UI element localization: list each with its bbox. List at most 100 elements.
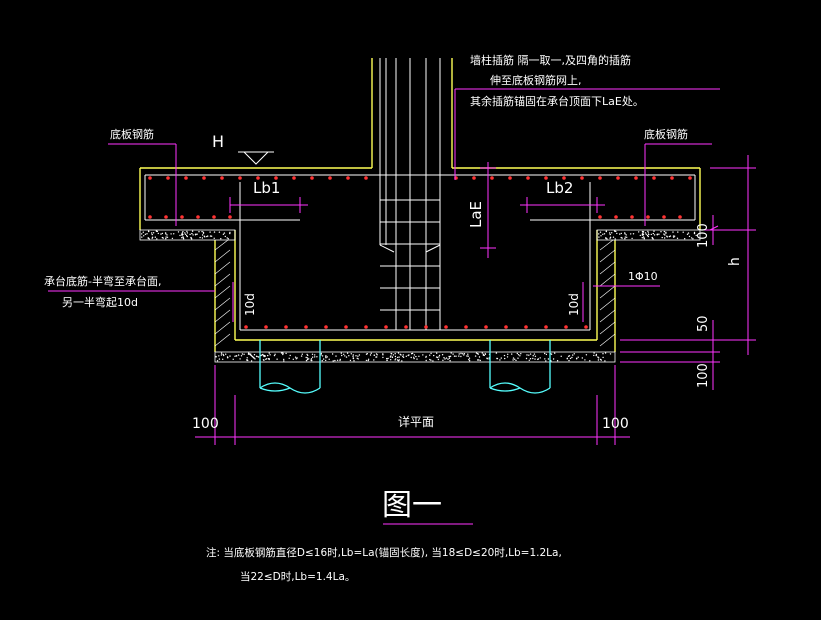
dimension-lines: [48, 88, 756, 525]
cushion-speckle: [370, 352, 372, 354]
cushion-speckle: [647, 232, 650, 234]
cushion-speckle: [256, 355, 258, 358]
cushion-speckle: [512, 359, 514, 361]
cushion-speckle: [624, 236, 626, 238]
cushion-speckle: [283, 358, 285, 361]
cushion-speckle: [181, 232, 184, 234]
cushion-speckle: [357, 355, 359, 357]
cushion-speckle: [390, 353, 393, 355]
cushion-speckle: [599, 231, 602, 233]
label-cap-note-line2: 另一半弯起10d: [62, 295, 138, 309]
rebar-dot: [646, 215, 650, 219]
cushion-speckle: [425, 356, 427, 358]
cushion-speckle: [437, 358, 440, 361]
cushion-speckle: [339, 359, 341, 362]
cushion-speckle: [504, 357, 506, 360]
cushion-speckle: [182, 231, 184, 233]
cushion-speckle: [581, 357, 583, 359]
cushion-speckle: [682, 231, 684, 233]
cushion-speckle: [392, 354, 395, 356]
cushion-speckle: [463, 353, 466, 355]
cushion-speckle: [515, 359, 517, 362]
cushion-speckle: [207, 235, 209, 237]
cushion-speckle: [181, 233, 183, 235]
cushion-speckle: [526, 354, 528, 356]
cushion-speckle: [376, 354, 378, 356]
cushion-speckle: [642, 232, 644, 234]
cushion-speckle: [367, 358, 370, 360]
cushion-speckle: [247, 353, 250, 355]
cushion-speckle: [222, 353, 224, 356]
cushion-speckle: [529, 358, 532, 360]
cushion-speckle: [209, 231, 211, 233]
cushion-speckle: [296, 357, 298, 359]
cushion-speckle: [496, 357, 498, 360]
cushion-speckle: [663, 230, 666, 233]
cushion-speckle: [673, 236, 675, 238]
cushion-speckle: [157, 232, 159, 235]
cushion-speckle: [223, 232, 226, 234]
cushion-speckle: [664, 237, 666, 239]
cushion-speckle: [539, 357, 541, 359]
cushion-speckle: [262, 359, 265, 361]
cushion-speckle: [186, 230, 188, 233]
cushion-speckle: [653, 234, 656, 236]
cushion-speckle: [444, 358, 446, 360]
cushion-speckle: [254, 358, 256, 360]
cushion-speckle: [394, 359, 396, 361]
cushion-speckle: [514, 358, 516, 360]
rebar-dot: [670, 176, 674, 180]
cushion-speckle: [577, 356, 579, 358]
cushion-speckle: [215, 355, 217, 358]
cushion-speckle: [544, 352, 546, 355]
cushion-speckle: [204, 236, 206, 238]
cushion-speckle: [517, 357, 519, 359]
cushion-speckle: [519, 355, 521, 357]
cushion-speckle: [227, 238, 229, 240]
cushion-speckle: [257, 356, 260, 358]
cushion-layers: [139, 229, 701, 363]
cushion-speckle: [477, 359, 479, 361]
cushion-speckle: [387, 357, 389, 360]
footnote-line1: 注: 当底板钢筋直径D≤16时,Lb=La(锚固长度), 当18≤D≤20时,L…: [206, 546, 562, 559]
cushion-speckle: [534, 358, 536, 360]
cushion-speckle: [673, 235, 676, 237]
rebar-dot: [166, 176, 170, 180]
cushion-speckle: [605, 230, 608, 233]
cushion-speckle: [566, 357, 569, 359]
cushion-speckle: [396, 356, 399, 359]
cushion-speckle: [160, 233, 162, 235]
cushion-speckle: [545, 353, 548, 356]
cushion-speckle: [201, 234, 204, 236]
cushion-speckle: [166, 234, 168, 236]
cushion-speckle: [220, 238, 222, 240]
cushion-speckle: [436, 352, 438, 354]
rebar-dot: [652, 176, 656, 180]
cushion-speckle: [677, 231, 679, 233]
rebar-dot: [148, 215, 152, 219]
column-rebar: [379, 58, 452, 331]
cushion-speckle: [340, 352, 342, 354]
cushion-speckle: [352, 354, 354, 356]
cushion-speckle: [229, 232, 231, 235]
cushion-speckle: [429, 354, 431, 356]
cushion-speckle: [626, 236, 628, 238]
cushion-speckle: [311, 353, 314, 355]
cushion-speckle: [613, 230, 616, 232]
cushion-speckle: [226, 237, 228, 239]
cushion-speckle: [191, 238, 193, 240]
rebar-dot: [256, 176, 260, 180]
cushion-speckle: [660, 231, 662, 233]
cushion-speckle: [346, 352, 349, 354]
cushion-speckle: [311, 359, 313, 362]
cushion-speckle: [262, 353, 264, 356]
cushion-speckle: [151, 237, 153, 239]
label-dim-50: 50: [696, 315, 711, 332]
cushion-speckle: [185, 234, 188, 237]
cushion-speckle: [224, 235, 226, 238]
cushion-speckle: [192, 234, 194, 236]
cushion-speckle: [222, 358, 224, 360]
rebar-dot: [304, 325, 308, 329]
cushion-speckle: [171, 237, 174, 240]
